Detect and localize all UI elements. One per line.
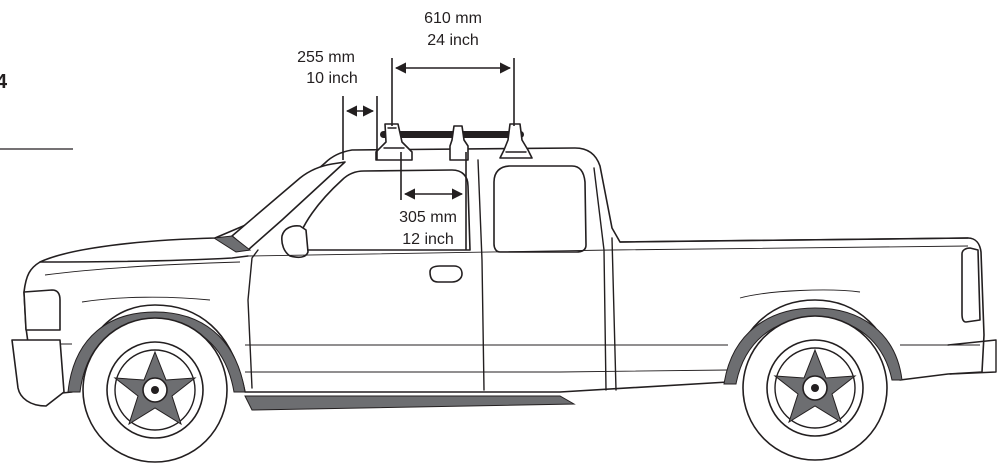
side-mirror [281, 225, 309, 258]
front-door-seam [247, 249, 259, 389]
front-spacing-mm: 305 mm [399, 209, 457, 226]
front-tower [375, 123, 413, 161]
hood-crease [44, 261, 241, 276]
side-crease-upper [247, 245, 969, 257]
headlight [23, 289, 61, 331]
step-number: 4 [0, 71, 8, 93]
front-offset-inch: 10 inch [306, 70, 358, 87]
rear-wheel [742, 315, 888, 461]
roof-rack [375, 123, 533, 161]
middle-tower [449, 125, 469, 161]
rear-spacing-mm: 610 mm [424, 10, 482, 27]
bed-rail-top [619, 237, 969, 243]
front-spacing-inch: 12 inch [402, 231, 454, 248]
front-fender-mark [81, 296, 211, 303]
running-board [244, 395, 576, 411]
dimension-rear-spacing: 610 mm 24 inch [391, 10, 515, 126]
rear-spacing-inch: 24 inch [427, 32, 479, 49]
rear-bumper [947, 339, 997, 375]
windshield [231, 161, 346, 251]
rocker-line [245, 369, 729, 373]
rear-door-window [493, 165, 587, 253]
side-crease-lower [60, 343, 980, 346]
hood-line [39, 255, 249, 263]
pickup-truck [11, 147, 997, 463]
front-wheel [82, 317, 228, 463]
dimension-front-offset: 255 mm 10 inch [297, 49, 378, 160]
tail-light [961, 247, 981, 323]
front-bumper [11, 339, 65, 407]
cab-bed-gap [611, 237, 617, 391]
dimension-front-spacing: 305 mm 12 inch [399, 152, 467, 250]
bed-side-mark [739, 289, 861, 299]
door-handle [429, 265, 463, 283]
front-offset-mm: 255 mm [297, 49, 355, 66]
rear-tower [499, 123, 533, 159]
b-pillar-seam [477, 159, 485, 391]
windshield-pillar [212, 235, 252, 253]
